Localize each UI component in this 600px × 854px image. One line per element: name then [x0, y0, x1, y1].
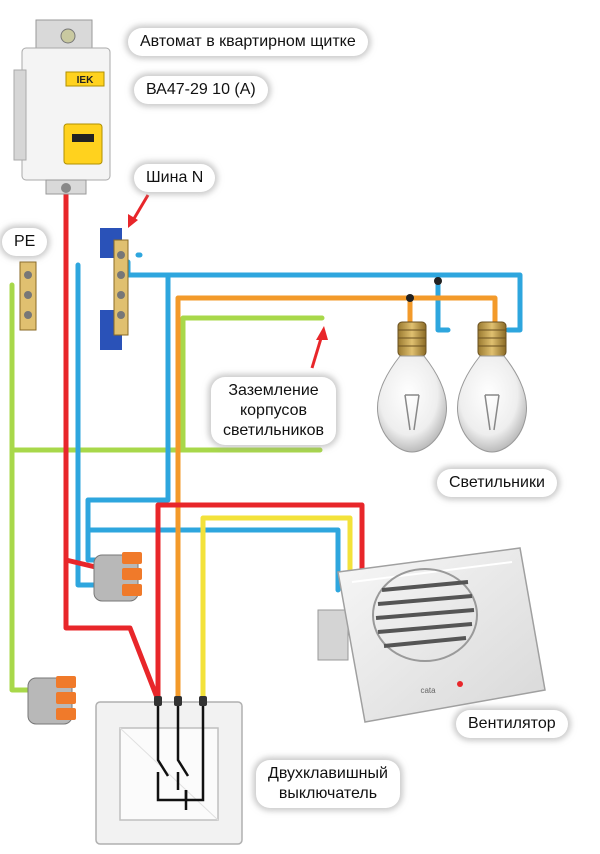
phase-wire-breaker [63, 187, 161, 703]
double-switch [95, 696, 243, 845]
wires [9, 187, 523, 703]
neutral-bus-arrow [130, 194, 150, 223]
breaker-toggle-window [72, 134, 94, 142]
breaker-top-screw [60, 28, 76, 44]
grounding-label-line-1: Заземление [228, 382, 319, 399]
ground-wire-pe-to-connector [9, 447, 43, 693]
fan-duct [317, 609, 349, 661]
fan-brand: cata [420, 686, 436, 695]
junction-dot-neutral [434, 277, 442, 285]
neutral-bus [100, 194, 150, 350]
breaker-rail-clip [13, 69, 27, 161]
switch-label: Двухклавишный выключатель [256, 760, 400, 808]
switch-terminals [154, 696, 207, 706]
switch-label-line-2: выключатель [278, 785, 378, 802]
neutral-bus-label: Шина N [134, 164, 216, 192]
pe-bus [19, 261, 37, 331]
pe-bus-label: PE [2, 228, 48, 256]
breaker-toggle[interactable] [63, 123, 103, 165]
breaker-logo: IEK [77, 75, 94, 86]
grounding-arrow [310, 326, 328, 369]
fan-body [337, 547, 546, 723]
neutral-bus-bar [113, 239, 129, 336]
switch-label-line-1: Двухклавишный [268, 765, 388, 782]
grounding-label: Заземление корпусов светильников [211, 377, 336, 445]
lamps-label: Светильники [437, 469, 557, 497]
switched-wire-fan [200, 515, 353, 703]
phase-wire-switch [155, 502, 365, 703]
grounding-label-line-3: светильников [223, 422, 324, 439]
fan-label: Вентилятор [456, 710, 568, 738]
switched-wire-lamps [175, 295, 498, 703]
breaker-bottom-screw [61, 183, 71, 193]
fan-indicator [457, 681, 463, 687]
lamp-right [456, 321, 528, 453]
circuit-breaker: IEK [13, 19, 111, 195]
fan: cata [317, 547, 546, 723]
wire-connector-upper [93, 552, 142, 602]
breaker-model-label: ВА47-29 10 (А) [134, 76, 268, 104]
junction-dot-switched [406, 294, 414, 302]
lamp-left [376, 321, 448, 453]
fan-grille [372, 568, 478, 662]
breaker-title-label: Автомат в квартирном щитке [128, 28, 368, 56]
grounding-label-line-2: корпусов [239, 402, 308, 419]
breaker-logo-plate [65, 71, 105, 87]
wire-connector-lower [27, 676, 76, 725]
switch-schematic [156, 706, 205, 810]
